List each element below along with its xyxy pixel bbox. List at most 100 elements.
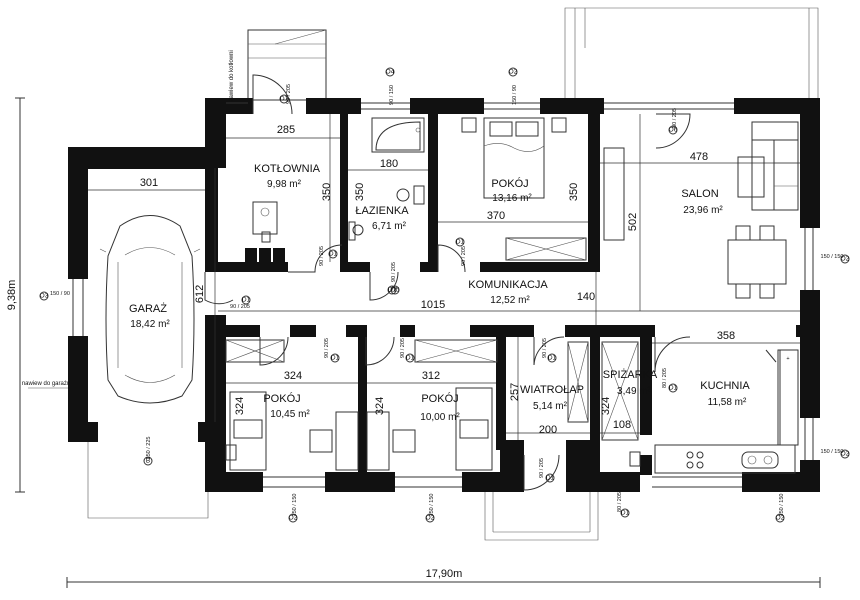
room-area-pokoj-left: 10,45 m² <box>270 409 310 420</box>
room-name-salon: SALON <box>681 188 718 200</box>
window-size-label: 90 / 205 <box>461 246 467 266</box>
window-size-label: 150 / 225 <box>146 437 152 460</box>
room-name-lazienka: ŁAZIENKA <box>355 205 409 217</box>
bathroom-fixtures <box>348 117 425 241</box>
room-area-komunikacja: 12,52 m² <box>490 295 530 306</box>
salon-furniture <box>603 121 799 299</box>
note-vent-boiler: nawiew do kotłowni <box>229 50 235 102</box>
svg-text:D1: D1 <box>548 355 557 362</box>
room-area-garaz: 18,42 m² <box>130 319 170 330</box>
room-area-wiatrolap: 5,14 m² <box>533 401 568 412</box>
room-name-spizarka: SPIŻARKA <box>603 368 658 381</box>
window-size-label: 150 / 150 <box>292 494 298 517</box>
dimension-358: 358 <box>717 330 735 342</box>
window-tag: O2 <box>840 254 850 264</box>
svg-text:D1: D1 <box>546 475 555 482</box>
room-name-komunikacja: KOMUNIKACJA <box>468 279 548 291</box>
door-tag: D1 <box>668 383 678 393</box>
room-area-pokoj-mid: 10,00 m² <box>420 412 460 423</box>
dimension-370: 370 <box>487 210 505 222</box>
dimension-1015: 1015 <box>421 299 445 311</box>
vestibule-wardrobe <box>567 341 589 423</box>
garage-car <box>99 215 201 404</box>
note-vent-garage: nawiew do garażu <box>22 381 70 387</box>
window-size-label: 90 / 205 <box>539 458 545 478</box>
door-tag: D1 <box>455 237 465 247</box>
svg-text:D1: D1 <box>331 355 340 362</box>
door-tag: D1 <box>547 353 557 363</box>
door-tag: D1 <box>405 353 415 363</box>
window-tag: O3 <box>39 291 49 301</box>
window-size-label: 80 / 205 <box>672 108 678 128</box>
entrance-steps-top <box>247 29 327 101</box>
window-tag: O2 <box>508 67 518 77</box>
svg-text:B: B <box>146 458 150 465</box>
dimension-350-pokoj: 350 <box>568 183 580 201</box>
window-size-label: 150 / 150 <box>821 254 844 260</box>
svg-text:O2: O2 <box>426 515 435 522</box>
dimension-324-mid-v: 324 <box>374 397 386 415</box>
window-tag: O2 <box>840 449 850 459</box>
pantry-shelves <box>601 341 641 467</box>
exterior-walls <box>68 98 820 492</box>
room-name-wiatrolap: WIATROŁAP <box>520 384 584 396</box>
dimension-108: 108 <box>613 419 631 431</box>
window-size-label: 90 / 205 <box>324 338 330 358</box>
svg-text:D1: D1 <box>621 510 630 517</box>
dimension-478: 478 <box>690 151 708 163</box>
window-size-label: 150 / 150 <box>821 449 844 455</box>
svg-text:D1: D1 <box>669 385 678 392</box>
window-size-label: 90 / 205 <box>319 246 325 266</box>
dimension-324-pantry: 324 <box>600 397 612 415</box>
window-size-label: 90 / 205 <box>542 338 548 358</box>
boiler-unit <box>245 201 285 262</box>
svg-text:O4: O4 <box>386 69 395 76</box>
svg-text:D1: D1 <box>456 239 465 246</box>
svg-text:O2: O2 <box>841 256 850 263</box>
window-tag: O2 <box>775 513 785 523</box>
door-tag: D1 <box>330 353 340 363</box>
dimension-285: 285 <box>277 124 295 136</box>
dimension-312: 312 <box>422 370 440 382</box>
svg-text:O3: O3 <box>40 293 49 300</box>
bedroom-left-furniture <box>225 339 359 471</box>
window-size-label: 90 / 205 <box>230 304 250 310</box>
window-size-label: 150 / 90 <box>512 85 518 105</box>
window-size-label: 90 / 205 <box>286 84 292 104</box>
window-tag: O4 <box>385 67 395 77</box>
window-tag: O6 <box>668 125 678 135</box>
door-tag: D1 <box>241 295 251 305</box>
window-tag: O2 <box>425 513 435 523</box>
window-size-label: 90 / 205 <box>400 338 406 358</box>
window-size-label: 80 / 205 <box>617 492 623 512</box>
svg-text:O6: O6 <box>669 127 678 134</box>
window-size-label: 80 / 205 <box>662 368 668 388</box>
room-area-kuchnia: 11,58 m² <box>708 397 747 408</box>
svg-text:D1: D1 <box>388 287 397 294</box>
svg-text:O2: O2 <box>509 69 518 76</box>
window-size-label: 150 / 150 <box>779 494 785 517</box>
room-name-pokoj-left: POKÓJ <box>263 392 300 405</box>
svg-text:D1: D1 <box>329 251 338 258</box>
overall-width: 17,90m <box>426 568 463 580</box>
dimension-324-left-h: 324 <box>284 370 302 382</box>
window-size-label: 90 / 150 <box>389 85 395 105</box>
kitchen-marker: + <box>786 356 789 362</box>
window-size-label: 90 / 205 <box>391 262 397 282</box>
bedroom-mid-furniture <box>366 339 498 471</box>
window-tag: B <box>143 456 153 466</box>
dimension-301: 301 <box>140 177 158 189</box>
dimension-180: 180 <box>380 158 398 170</box>
svg-text:O2: O2 <box>289 515 298 522</box>
svg-text:D1: D1 <box>242 297 251 304</box>
dimension-350-lazienka: 350 <box>354 183 366 201</box>
window-size-label: 150 / 150 <box>429 494 435 517</box>
dimension-502: 502 <box>627 213 639 231</box>
dimension-200: 200 <box>539 424 557 436</box>
bedroom-top-furniture <box>461 117 587 261</box>
window-tag: O5 <box>390 285 400 295</box>
front-porch <box>484 488 599 541</box>
door-tag: D1 <box>387 285 397 295</box>
